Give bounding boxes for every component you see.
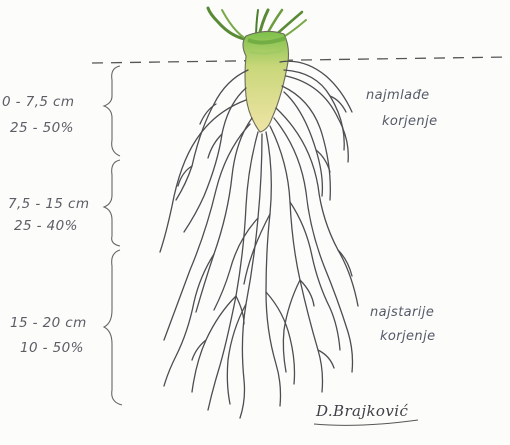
zone-2-share-label: 25 - 40%	[14, 220, 78, 234]
depth-brace-1	[104, 66, 120, 156]
zone-2-depth-label: 7,5 - 15 cm	[8, 198, 89, 212]
depth-brace-3	[104, 250, 122, 405]
zone-1-share-label: 25 - 50%	[10, 122, 74, 136]
soil-surface-line	[92, 57, 510, 63]
zone-3-depth-label: 15 - 20 cm	[10, 317, 87, 331]
youngest-roots-label-line1: najmlađe	[366, 89, 430, 102]
stem-crown	[243, 31, 289, 132]
oldest-roots-label-line1: najstarije	[370, 306, 434, 319]
youngest-roots-label-line2: korjenje	[382, 115, 438, 128]
signature-flourish	[314, 420, 418, 425]
zone-1-depth-label: 0 - 7,5 cm	[2, 96, 74, 110]
oldest-roots-label-line2: korjenje	[380, 330, 436, 343]
depth-brace-2	[104, 160, 120, 246]
zone-3-share-label: 10 - 50%	[20, 342, 84, 356]
artist-signature: D.Brajković	[316, 404, 408, 419]
